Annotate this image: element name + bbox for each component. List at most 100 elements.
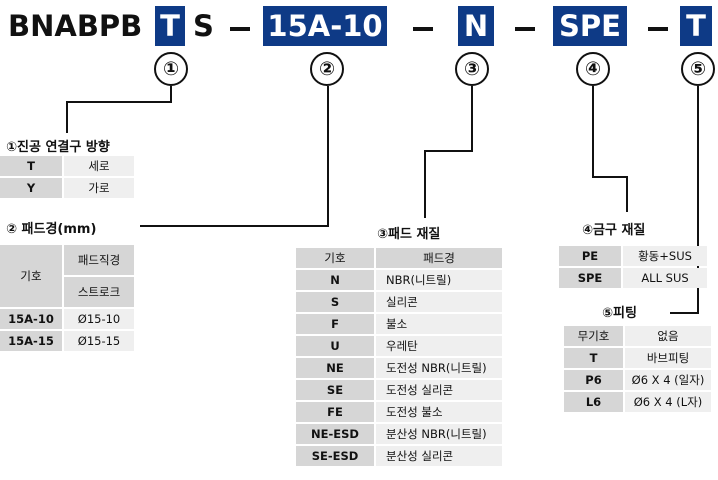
connector-4 — [626, 176, 628, 212]
connector-1 — [170, 86, 172, 103]
desc-cell: 분산성 NBR(니트릴) — [376, 424, 502, 444]
table-row: T 세로 — [0, 156, 134, 176]
code-cell: 무기호 — [564, 326, 623, 346]
connector-4 — [592, 86, 594, 178]
direction-title: ①진공 연결구 방향 — [6, 140, 110, 155]
connector-3 — [471, 86, 473, 152]
code-segment-direction: T — [155, 6, 185, 46]
code-cell: L6 — [564, 392, 623, 412]
header-line2-cell: 스트로크 — [64, 277, 134, 307]
connector-5 — [670, 312, 699, 314]
header-line1-cell: 패드직경 — [64, 245, 134, 275]
metal-material-title: ④금구 재질 — [582, 223, 646, 238]
desc-cell: 불소 — [376, 314, 502, 334]
desc-cell: Ø6 X 4 (L자) — [625, 392, 711, 412]
desc-cell: 가로 — [64, 178, 134, 198]
connector-3 — [424, 150, 473, 152]
code-cell: P6 — [564, 370, 623, 390]
code-cell: U — [296, 336, 374, 356]
desc-cell: 바브피팅 — [625, 348, 711, 368]
code-segment-pad-material: N — [458, 6, 494, 46]
connector-4 — [592, 176, 628, 178]
marker-5: ⑤ — [681, 52, 715, 86]
desc-cell: Ø15-15 — [64, 331, 134, 351]
table-row: SPE ALL SUS — [559, 268, 707, 288]
pad-material-title: ③패드 재질 — [377, 227, 441, 242]
fitting-title: ⑤피팅 — [602, 306, 637, 321]
code-cell: FE — [296, 402, 374, 422]
model-prefix: BNABPB — [8, 9, 143, 43]
marker-3: ③ — [455, 52, 489, 86]
desc-cell: ALL SUS — [623, 268, 707, 288]
connector-2 — [327, 86, 329, 227]
code-cell: NE-ESD — [296, 424, 374, 444]
direction-table: T 세로 Y 가로 — [0, 154, 136, 200]
table-row: P6 Ø6 X 4 (일자) — [564, 370, 711, 390]
code-cell: F — [296, 314, 374, 334]
header-code-cell: 기호 — [0, 245, 62, 307]
marker-4: ④ — [576, 52, 610, 86]
desc-cell: 분산성 실리콘 — [376, 446, 502, 466]
table-row: Y 가로 — [0, 178, 134, 198]
desc-cell: Ø6 X 4 (일자) — [625, 370, 711, 390]
code-dash — [230, 27, 250, 31]
code-segment-metal-material: SPE — [553, 6, 627, 46]
pad-diameter-table: 기호 패드직경 스트로크 15A-10 Ø15-10 15A-15 Ø15-15 — [0, 243, 136, 353]
code-cell: T — [0, 156, 62, 176]
code-cell: 15A-15 — [0, 331, 62, 351]
table-row: 기호 패드경 — [296, 248, 502, 268]
table-row: 15A-10 Ø15-10 — [0, 309, 134, 329]
desc-cell: 도전성 불소 — [376, 402, 502, 422]
table-row: 기호 패드직경 — [0, 245, 134, 307]
desc-cell: 도전성 NBR(니트릴) — [376, 358, 502, 378]
desc-cell: 세로 — [64, 156, 134, 176]
code-segment-pad-diameter: 15A-10 — [263, 6, 387, 46]
desc-cell: 실리콘 — [376, 292, 502, 312]
table-row: 무기호 없음 — [564, 326, 711, 346]
fitting-table: 무기호 없음 T 바브피팅 P6 Ø6 X 4 (일자) L6 Ø6 X 4 (… — [562, 324, 713, 414]
code-cell: Y — [0, 178, 62, 198]
desc-cell: NBR(니트릴) — [376, 270, 502, 290]
table-row: L6 Ø6 X 4 (L자) — [564, 392, 711, 412]
code-cell: NE — [296, 358, 374, 378]
connector-3 — [424, 150, 426, 218]
connector-1 — [66, 101, 68, 133]
code-cell: 15A-10 — [0, 309, 62, 329]
metal-material-table: PE 황동+SUS SPE ALL SUS — [557, 244, 709, 290]
marker-1: ① — [154, 52, 188, 86]
code-cell: SPE — [559, 268, 621, 288]
table-row: PE 황동+SUS — [559, 246, 707, 266]
table-row: 15A-15 Ø15-15 — [0, 331, 134, 351]
code-segment-fitting: T — [680, 6, 712, 46]
code-cell: T — [564, 348, 623, 368]
code-dash — [413, 27, 433, 31]
header-desc-cell: 패드경 — [376, 248, 502, 268]
desc-cell: Ø15-10 — [64, 309, 134, 329]
desc-cell: 우레탄 — [376, 336, 502, 356]
pad-diameter-title: ② 패드경(mm) — [6, 222, 97, 237]
code-cell: N — [296, 270, 374, 290]
desc-cell: 없음 — [625, 326, 711, 346]
code-cell: SE — [296, 380, 374, 400]
code-segment-s: S — [193, 9, 214, 43]
code-cell: S — [296, 292, 374, 312]
table-row: T 바브피팅 — [564, 348, 711, 368]
connector-5 — [697, 86, 699, 314]
code-dash — [648, 27, 668, 31]
marker-2: ② — [310, 52, 344, 86]
code-cell: SE-ESD — [296, 446, 374, 466]
desc-cell: 도전성 실리콘 — [376, 380, 502, 400]
connector-1 — [66, 101, 172, 103]
table-row: 스트로크 — [0, 277, 134, 307]
code-dash — [515, 27, 535, 31]
